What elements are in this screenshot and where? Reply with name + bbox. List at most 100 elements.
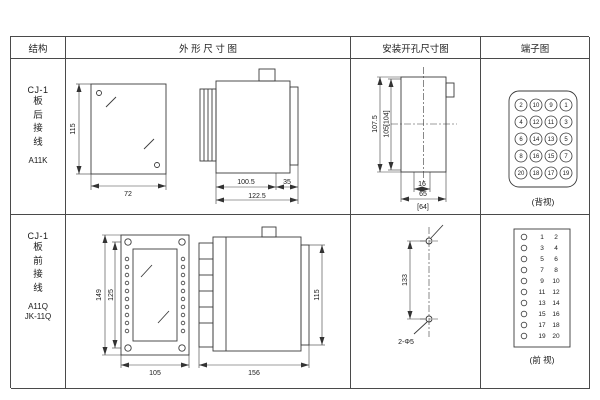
dim-label-115: 115 (70, 123, 77, 134)
install-hole-drawing-rear: 107.5 105[104] 16 65 [64] (372, 67, 457, 211)
dim-label-35: 35 (283, 179, 291, 186)
view-label-back: (背视) (532, 197, 555, 207)
terminal-circle (520, 288, 528, 296)
terminal-number: 10 (533, 103, 540, 109)
terminal-number: 14 (533, 137, 540, 143)
terminal-circle (529, 115, 543, 129)
terminal-number: 2 (519, 103, 523, 109)
terminal-number: 15 (538, 311, 546, 318)
front-view-dim-lines (102, 234, 190, 368)
terminal-number: 18 (552, 322, 560, 329)
dim-label-65: 65 (419, 191, 427, 198)
terminal-outline (513, 228, 571, 348)
install-hole-drawing-front: 133 2-Φ5 (398, 224, 444, 346)
terminal-grid: 2 10 9 1 4 12 11 3 6 14 13 5 8 16 15 7 2 (514, 98, 573, 180)
terminal-number: 1 (540, 234, 544, 241)
terminal-number: 16 (533, 154, 540, 160)
cutout-dim-lines (377, 76, 447, 202)
terminal-number: 12 (552, 289, 560, 296)
spec-table: 结构 外 形 尺 寸 图 安装开孔尺寸图 端子图 CJ-1 板 后 接 线 A1… (10, 36, 590, 389)
wiring-char: 接 (33, 269, 43, 280)
terminal-number: 5 (540, 256, 544, 263)
terminal-circle (514, 98, 528, 112)
dim-label-107-5: 107.5 (372, 115, 379, 133)
terminal-number: 13 (538, 300, 546, 307)
type-code: A11Q (28, 302, 48, 311)
dim-label-72: 72 (124, 191, 132, 198)
relay-front-view (120, 234, 190, 356)
terminal-back-view-cell: 2 10 9 1 4 12 11 3 6 14 13 5 8 16 15 7 2 (481, 59, 590, 215)
front-view-dim-lines (76, 83, 167, 190)
wiring-char: 线 (33, 282, 43, 294)
terminal-diagram-back-view: 2 10 9 1 4 12 11 3 6 14 13 5 8 16 15 7 2 (508, 90, 578, 207)
dim-label-100-5: 100.5 (237, 179, 255, 186)
terminal-number: 8 (519, 154, 523, 160)
terminal-number: 5 (564, 137, 568, 143)
dim-label-122-5: 122.5 (248, 193, 266, 200)
outline-drawing-front-wiring: 149 125 105 (96, 226, 325, 377)
hole-spec-label: 2-Φ5 (398, 339, 414, 346)
terminal-number: 20 (518, 171, 525, 177)
terminal-number: 3 (540, 245, 544, 252)
terminal-number: 8 (554, 267, 558, 274)
wiring-char: 后 (33, 109, 43, 121)
terminal-number: 9 (549, 103, 553, 109)
terminal-circle (520, 299, 528, 307)
terminal-circle (520, 332, 528, 340)
terminal-circle (514, 149, 528, 163)
install-drawing-rear-wiring-cell: 107.5 105[104] 16 65 [64] (351, 59, 481, 215)
wiring-char: 接 (33, 123, 43, 134)
terminal-number: 4 (554, 245, 558, 252)
terminal-number: 6 (519, 137, 523, 143)
dim-label-64: [64] (417, 204, 429, 211)
model-label: CJ-1 (27, 231, 49, 241)
panel-cutout (400, 76, 455, 173)
dim-label-16: 16 (418, 181, 426, 188)
terminal-circle (520, 244, 528, 252)
terminal-circle (529, 132, 543, 146)
hole-dim-lines (407, 240, 425, 320)
side-view-dim-lines (215, 165, 299, 204)
terminal-number: 9 (540, 278, 544, 285)
terminal-circle (520, 266, 528, 274)
terminal-number: 17 (538, 322, 546, 329)
terminal-circle (514, 166, 528, 180)
type-code: JK-11Q (24, 312, 52, 321)
structure-front-wiring: CJ-1 板 前 接 线 A11Q JK-11Q (11, 215, 66, 389)
dim-label-105-104: 105[104] (384, 110, 391, 137)
terminal-number: 11 (539, 289, 546, 296)
terminal-circle (529, 149, 543, 163)
dim-label-149: 149 (96, 289, 103, 301)
header-terminal-diagram: 端子图 (481, 37, 590, 59)
terminal-rows: 1 2 3 4 5 6 7 8 9 10 11 12 (520, 233, 560, 340)
terminal-number: 7 (540, 267, 544, 274)
dim-label-105: 105 (149, 370, 161, 377)
outline-drawing-rear-wiring: 115 72 (70, 68, 299, 204)
install-drawing-front-wiring-cell: 133 2-Φ5 (351, 215, 481, 389)
terminal-number: 3 (564, 120, 568, 126)
header-install-hole-dimensions: 安装开孔尺寸图 (351, 37, 481, 59)
structure-rear-wiring: CJ-1 板 后 接 线 A11K (11, 59, 66, 215)
view-label-front: (前 视) (529, 355, 554, 365)
terminal-number: 15 (548, 154, 555, 160)
terminal-number: 6 (554, 256, 558, 263)
dim-label-156: 156 (248, 370, 260, 377)
terminal-circle (559, 132, 573, 146)
terminal-number: 16 (552, 311, 560, 318)
terminal-number: 1 (564, 103, 568, 109)
terminal-number: 13 (548, 137, 555, 143)
wiring-char: 线 (33, 136, 43, 148)
terminal-circle (520, 277, 528, 285)
dim-label-125: 125 (108, 289, 115, 301)
terminal-number: 19 (538, 333, 546, 340)
terminal-number: 7 (564, 154, 568, 160)
terminal-number: 17 (548, 171, 555, 177)
terminal-number: 12 (533, 120, 540, 126)
terminal-circle (544, 149, 558, 163)
terminal-number: 10 (552, 278, 560, 285)
side-terminal-strips (124, 256, 186, 334)
dim-label-115-panel: 115 (314, 289, 321, 300)
terminal-circle (514, 115, 528, 129)
wiring-char: 板 (33, 242, 43, 253)
terminal-circle (559, 149, 573, 163)
